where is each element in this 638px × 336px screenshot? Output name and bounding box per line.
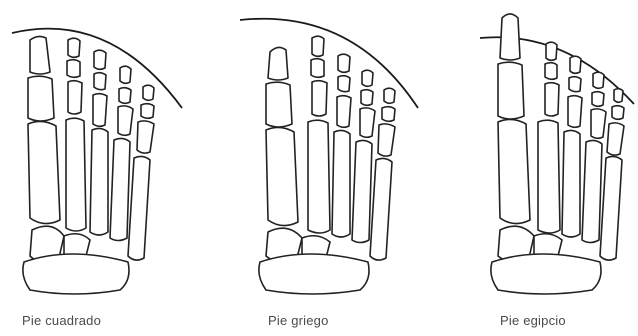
square-foot-illustration — [0, 0, 200, 300]
egyptian-foot-illustration — [462, 0, 638, 300]
caption-egyptian-foot: Pie egipcio — [500, 313, 566, 328]
caption-square-foot: Pie cuadrado — [22, 313, 101, 328]
greek-foot-illustration — [232, 0, 432, 300]
caption-greek-foot: Pie griego — [268, 313, 329, 328]
